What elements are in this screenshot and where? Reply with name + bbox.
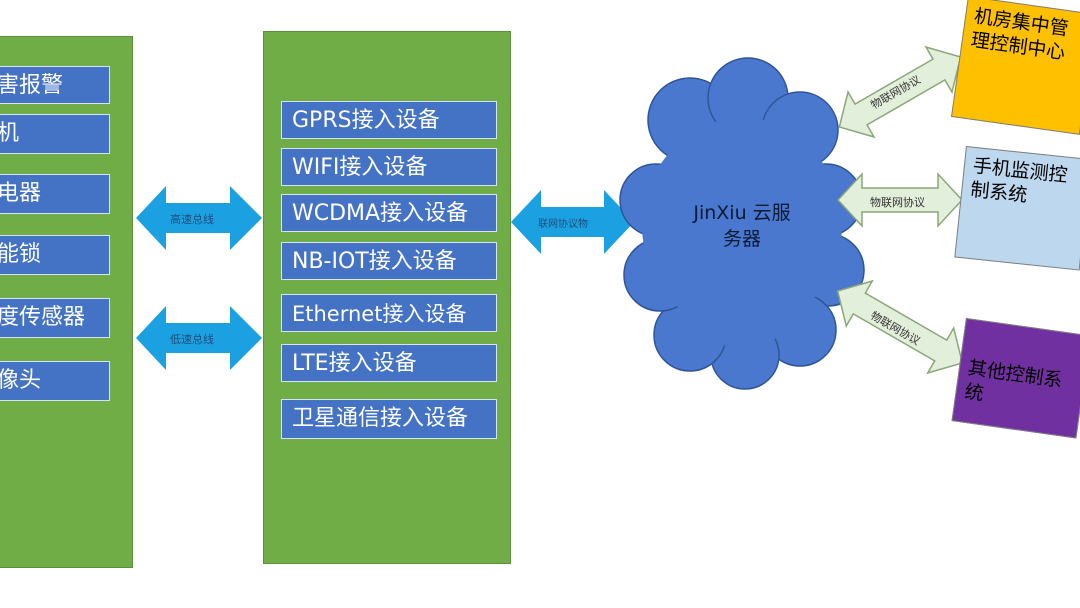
low-speed-bus-label: 低速总线 — [170, 333, 214, 346]
left-item-4: 能锁 — [0, 235, 110, 275]
nbiot-access-device: NB-IOT接入设备 — [281, 242, 497, 280]
mobile-monitor-system-label: 手机监测控制系统 — [969, 154, 1069, 207]
gprs-access-device: GPRS接入设备 — [281, 101, 497, 139]
datacenter-control-center-label: 机房集中管理控制中心 — [969, 5, 1070, 64]
cloud-server-line-2: 务器 — [722, 228, 761, 250]
wifi-access-device: WIFI接入设备 — [281, 148, 497, 186]
lte-access-device: LTE接入设备 — [281, 344, 497, 382]
cloud-link-arrow — [511, 190, 634, 254]
high-speed-bus-label: 高速总线 — [170, 213, 214, 226]
cloud-server-label: JinXiu 云服 务器 — [662, 200, 822, 252]
left-item-2: 机 — [0, 114, 110, 154]
other-control-system-box: 其他控制系统 — [951, 318, 1080, 439]
other-control-system-label: 其他控制系统 — [963, 356, 1064, 406]
satellite-access-device: 卫星通信接入设备 — [281, 399, 497, 439]
mobile-monitor-system-box: 手机监测控制系统 — [954, 146, 1080, 271]
high-speed-bus-arrow — [136, 186, 262, 250]
cloud-server-line-1: JinXiu 云服 — [693, 202, 791, 224]
left-item-1: 害报警 — [0, 66, 110, 104]
left-item-6: 像头 — [0, 361, 110, 401]
cloud-link-label: 联网协议物 — [538, 219, 588, 230]
ethernet-access-device: Ethernet接入设备 — [281, 294, 497, 332]
left-item-3: 电器 — [0, 174, 110, 214]
datacenter-control-center-box: 机房集中管理控制中心 — [951, 0, 1080, 135]
protocol-label-2: 物联网协议 — [870, 196, 925, 209]
wcdma-access-device: WCDMA接入设备 — [281, 194, 497, 232]
low-speed-bus-arrow — [136, 306, 262, 370]
left-item-5: 度传感器 — [0, 298, 110, 338]
